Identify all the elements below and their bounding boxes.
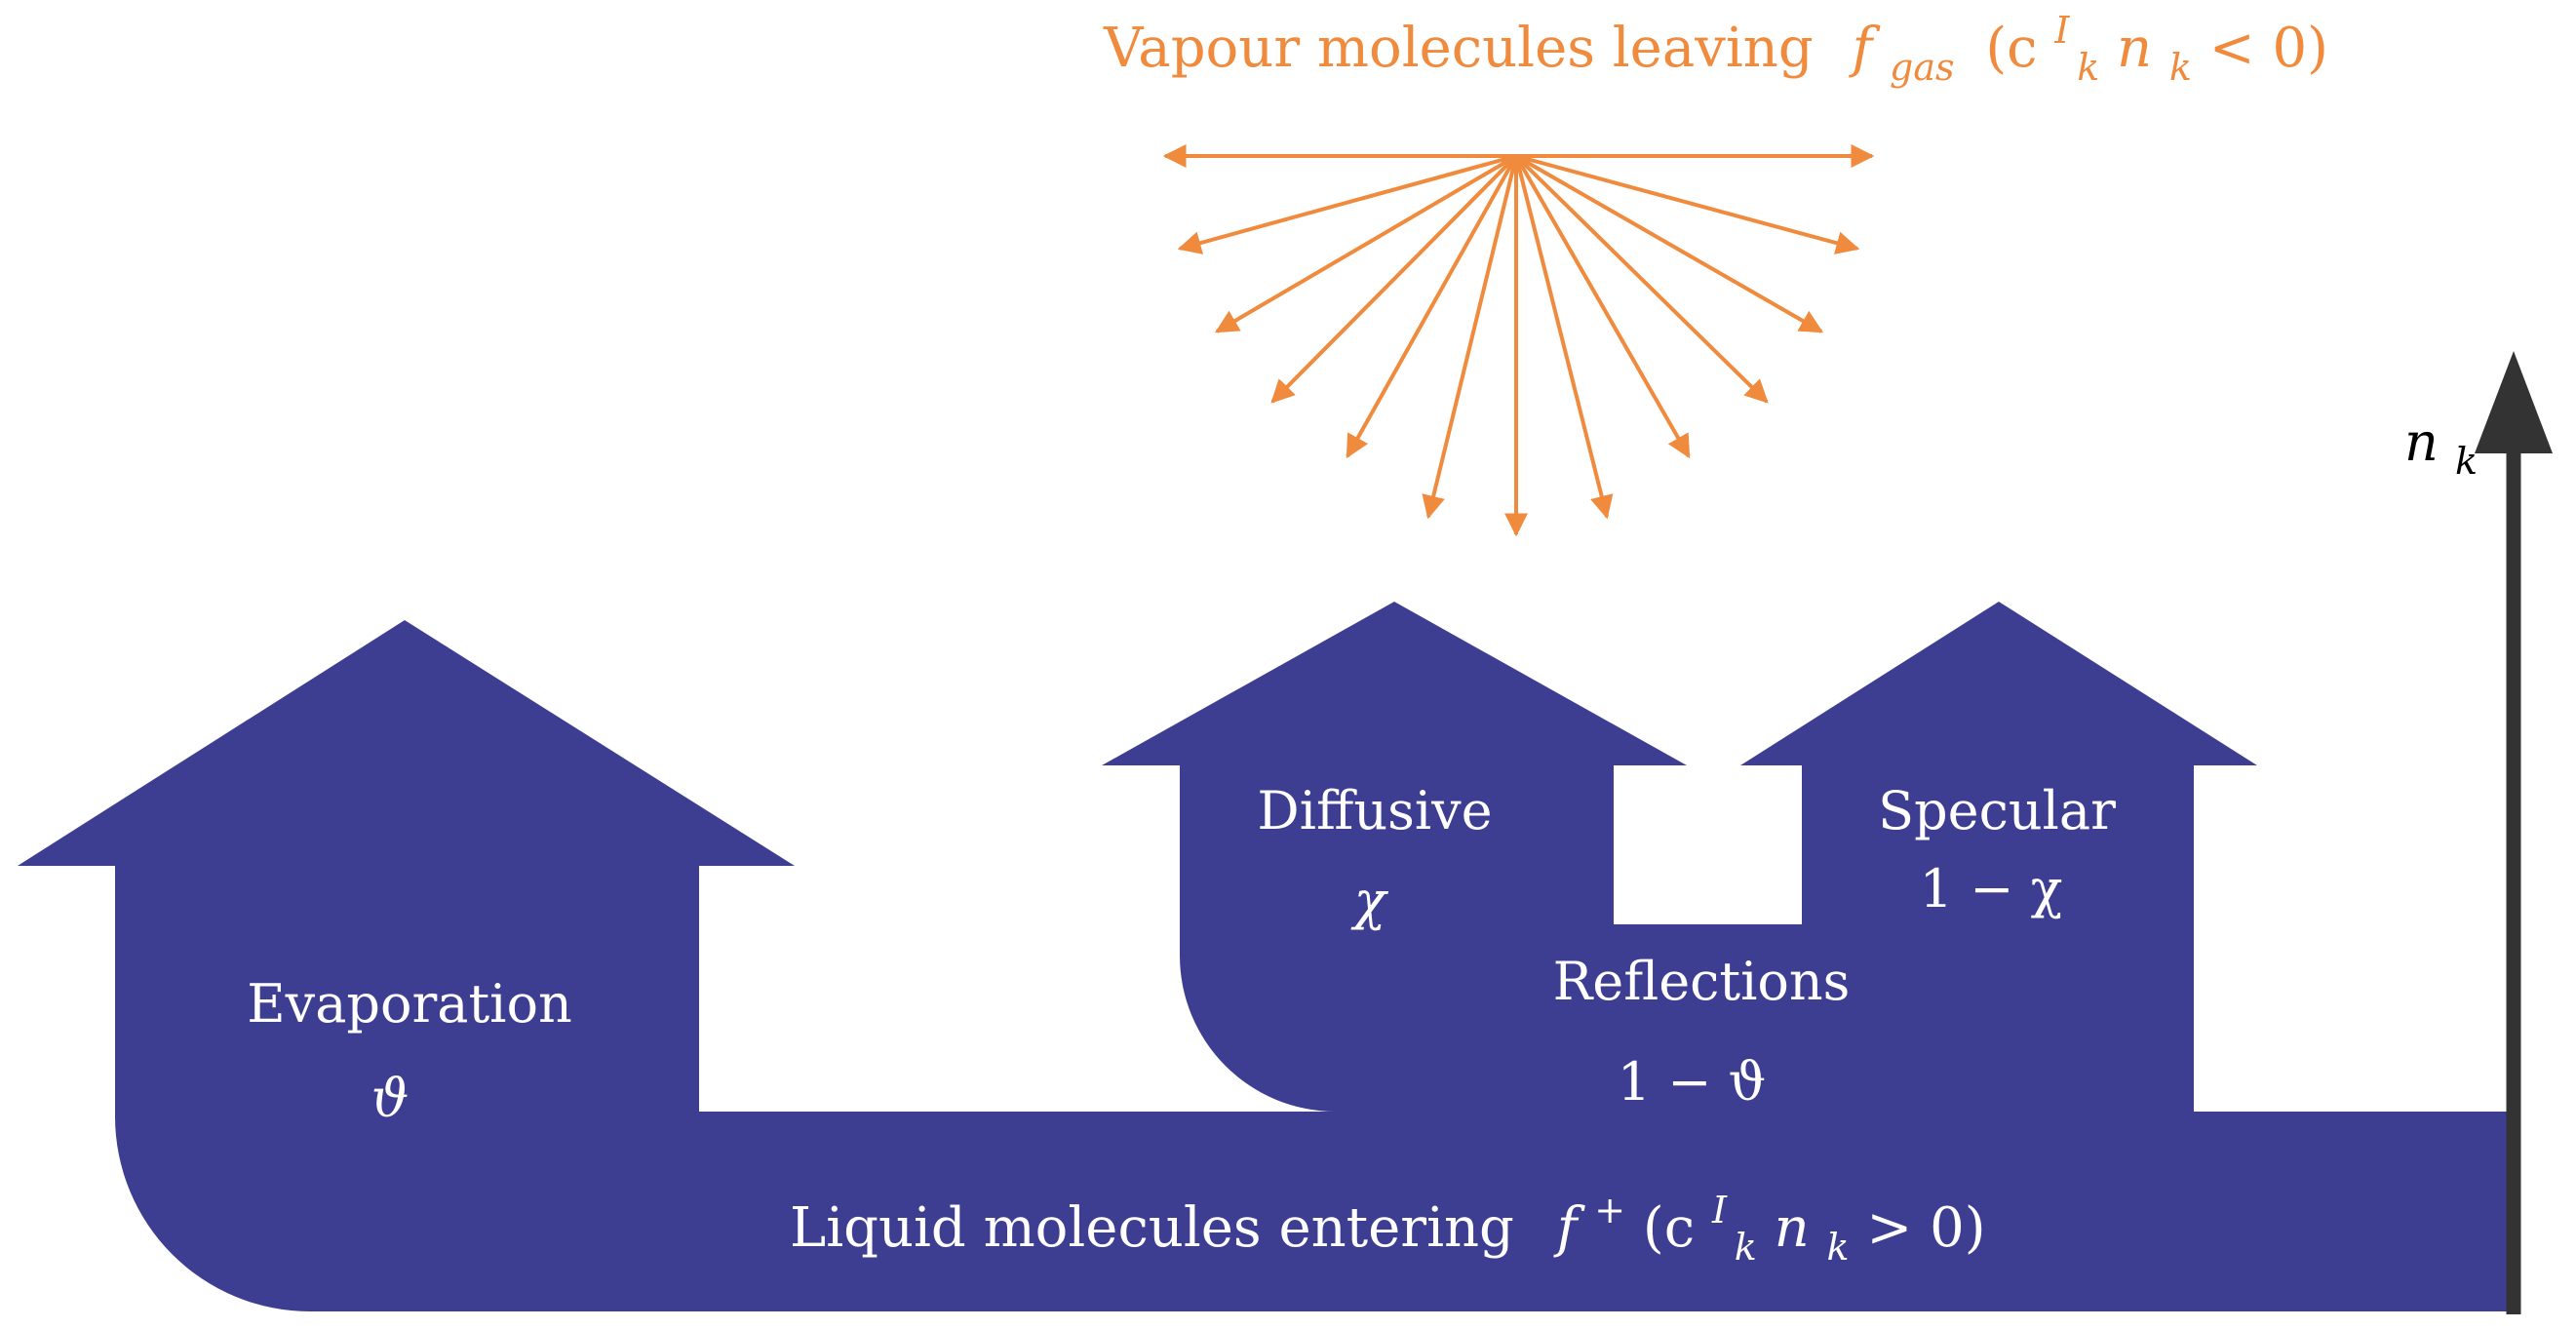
liquid-entering-text: Liquid molecules entering	[790, 1196, 1514, 1260]
vapour-arrow	[1422, 155, 1518, 520]
liquid-entering-cond-open: (c	[1643, 1196, 1695, 1260]
liquid-entering-symbol-sup: +	[1594, 1189, 1625, 1231]
vapour-arrow	[1514, 154, 1769, 404]
vapour-arrow	[1515, 154, 1860, 254]
vapour-arrow	[1514, 155, 1691, 459]
liquid-entering-cond-rest: > 0)	[1866, 1196, 1985, 1260]
vapour-title-text: Vapour molecules leaving	[1103, 17, 1814, 80]
specular-label: Specular	[1878, 780, 2116, 841]
vapour-arrow	[1515, 154, 1824, 333]
nk-axis	[2475, 351, 2553, 1314]
vapour-title-cond-open: (c	[1985, 17, 2037, 80]
vapour-title-symbol: f	[1848, 17, 1881, 80]
nk-axis-label-sub: k	[2455, 440, 2478, 483]
nk-axis-arrowhead	[2475, 351, 2553, 453]
vapour-arrow	[1177, 154, 1517, 254]
liquid-entering-label: Liquid molecules entering f + (c I k n k…	[790, 1173, 1986, 1273]
vapour-arrow	[1214, 154, 1518, 333]
vapour-title: Vapour molecules leaving f gas (c I k n …	[1103, 0, 2328, 94]
liquid-entering-cond-sub: k	[1735, 1226, 1757, 1269]
evaporation-label: Evaporation	[247, 973, 571, 1035]
vapour-title-cond-n-sub: k	[2169, 46, 2192, 89]
vapour-title-cond-sub: k	[2077, 46, 2099, 89]
liquid-entering-cond-sup: I	[1711, 1189, 1728, 1231]
specular-symbol: 1 − χ	[1920, 858, 2063, 919]
vapour-title-cond-sup: I	[2053, 9, 2070, 52]
vapour-title-cond-rest: < 0)	[2209, 17, 2328, 80]
vapour-arrow	[1270, 154, 1518, 404]
nk-axis-label: n k	[2404, 411, 2478, 483]
liquid-entering-cond-n-sub: k	[1827, 1226, 1850, 1269]
vapour-arrow	[1346, 155, 1518, 459]
flow-shape	[18, 602, 2511, 1311]
diffusive-symbol: χ	[1350, 870, 1389, 931]
nk-axis-label-n: n	[2404, 411, 2439, 473]
reflections-symbol: 1 − ϑ	[1618, 1051, 1767, 1113]
liquid-entering-symbol: f	[1553, 1196, 1586, 1260]
evaporation-symbol: ϑ	[371, 1068, 410, 1129]
vapour-arrow	[1514, 155, 1614, 520]
reflections-label: Reflections	[1553, 951, 1851, 1012]
diffusive-label: Diffusive	[1257, 780, 1492, 841]
vapour-title-cond-n: n	[2117, 17, 2152, 80]
vapour-title-symbol-sub: gas	[1890, 46, 1954, 89]
liquid-entering-cond-n: n	[1775, 1196, 1810, 1260]
vapour-arrows	[1162, 144, 1875, 537]
